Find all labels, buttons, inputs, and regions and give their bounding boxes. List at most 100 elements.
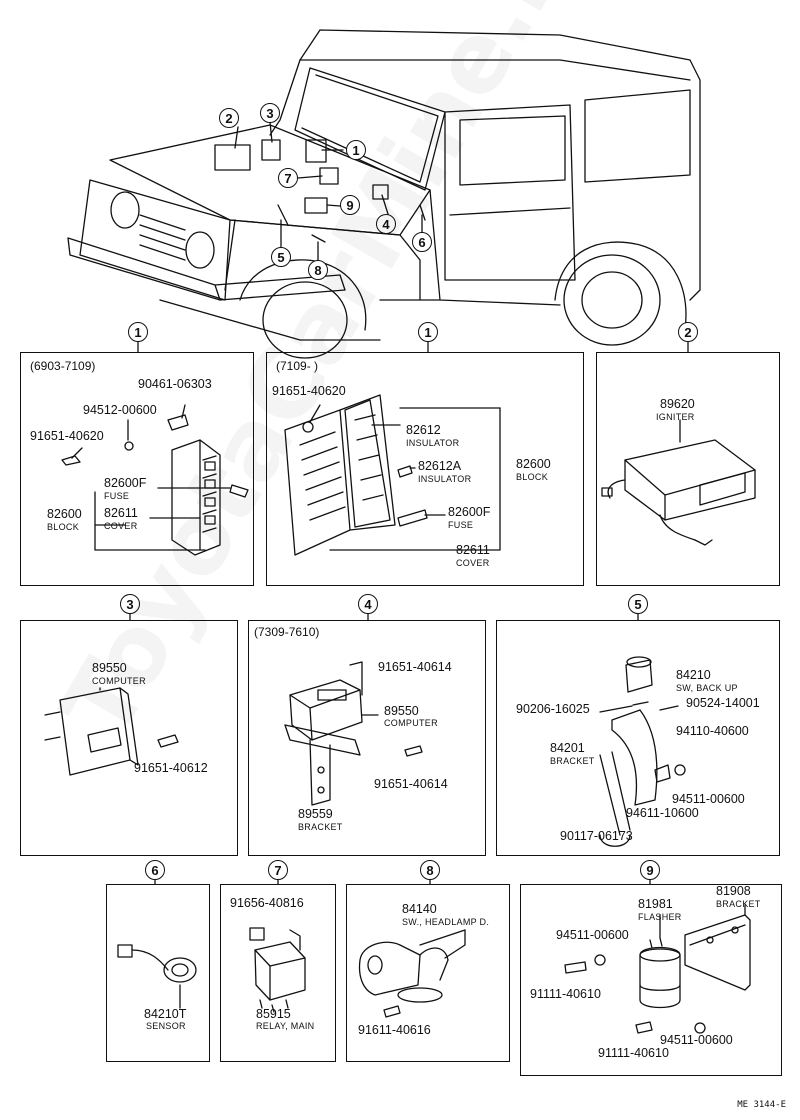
panel4-range: (7309-7610) xyxy=(254,625,320,639)
part-number: 91651-40614 xyxy=(378,660,452,674)
panel-callout-1b: 1 xyxy=(418,322,438,342)
sensor-drawing xyxy=(117,944,197,1009)
flasher-drawing xyxy=(564,904,751,1034)
part-number: 84140 xyxy=(402,902,437,916)
part-name: COMPUTER xyxy=(384,718,438,728)
panel-callout-8: 8 xyxy=(420,860,440,880)
panel-computer-4 xyxy=(248,620,486,856)
part-name: FUSE xyxy=(448,520,474,530)
callout-3: 3 xyxy=(260,103,280,123)
dimmer-switch-drawing xyxy=(358,929,466,1018)
panel1b-range: (7109- ) xyxy=(276,359,319,373)
part-name: SW, BACK UP xyxy=(676,683,738,693)
part-number: 90206-16025 xyxy=(516,702,590,716)
part-number: 91651-40620 xyxy=(30,429,104,443)
panel-callout-5: 5 xyxy=(628,594,648,614)
panel-computer-3 xyxy=(20,620,238,856)
part-number: 82600 xyxy=(47,507,82,521)
part-number: 90461-06303 xyxy=(138,377,212,391)
part-number: 94110-40600 xyxy=(676,724,749,738)
callout-2: 2 xyxy=(219,108,239,128)
part-number: 84210 xyxy=(676,668,711,682)
part-number: 91651-40612 xyxy=(134,761,208,775)
panel-relay xyxy=(220,884,336,1062)
part-name: COVER xyxy=(456,558,490,568)
part-number: 94611-10600 xyxy=(626,806,699,820)
part-number: 90117-06173 xyxy=(560,829,633,843)
backup-switch-drawing xyxy=(599,656,686,847)
part-name: RELAY, MAIN xyxy=(256,1021,315,1031)
igniter-drawing xyxy=(601,419,756,546)
part-number: 82612A xyxy=(418,459,462,473)
part-number: 89620 xyxy=(660,397,695,411)
panel-callout-7: 7 xyxy=(268,860,288,880)
part-number: 94511-00600 xyxy=(556,928,629,942)
callout-7: 7 xyxy=(278,168,298,188)
part-number: 91111-40610 xyxy=(598,1046,669,1060)
panel-callout-9: 9 xyxy=(640,860,660,880)
panel1a-range: (6903-7109) xyxy=(30,359,96,373)
part-name: IGNITER xyxy=(656,412,695,422)
part-number: 91651-40614 xyxy=(374,777,448,791)
part-number: 89550 xyxy=(92,661,127,675)
part-number: 91651-40620 xyxy=(272,384,346,398)
diagram-code: ME 3144-E xyxy=(737,1100,786,1110)
part-number: 91611-40616 xyxy=(358,1023,431,1037)
part-number: 91656-40816 xyxy=(230,896,304,910)
part-name: BRACKET xyxy=(716,899,761,909)
panel-callout-1a: 1 xyxy=(128,322,148,342)
part-name: BLOCK xyxy=(516,472,549,482)
part-number: 89559 xyxy=(298,807,333,821)
part-number: 90524-14001 xyxy=(686,696,760,710)
part-number: 85915 xyxy=(256,1007,291,1021)
part-name: BRACKET xyxy=(298,822,343,832)
part-name: SENSOR xyxy=(146,1021,186,1031)
part-number: 82611 xyxy=(456,543,490,557)
part-number: 89550 xyxy=(384,704,419,718)
panel-fuse-block-7109 xyxy=(266,352,584,586)
relay-drawing xyxy=(249,927,306,1013)
part-number: 94511-00600 xyxy=(660,1033,733,1047)
part-number: 91111-40610 xyxy=(530,987,601,1001)
part-name: SW., HEADLAMP D. xyxy=(402,917,490,927)
part-name: BLOCK xyxy=(47,522,80,532)
callout-1: 1 xyxy=(346,140,366,160)
fuse-block-drawing-b xyxy=(284,394,501,556)
part-name: FLASHER xyxy=(638,912,682,922)
callout-8: 8 xyxy=(308,260,328,280)
panel-callout-6: 6 xyxy=(145,860,165,880)
panel-sensor xyxy=(106,884,210,1062)
callout-4: 4 xyxy=(376,214,396,234)
part-number: 94511-00600 xyxy=(672,792,745,806)
callout-6: 6 xyxy=(412,232,432,252)
fuse-block-drawing-a xyxy=(61,404,249,556)
part-number: 81981 xyxy=(638,897,673,911)
panel-backup-switch xyxy=(496,620,780,856)
part-name: COVER xyxy=(104,521,138,531)
part-number: 82612 xyxy=(406,423,441,437)
panel-callout-3: 3 xyxy=(120,594,140,614)
part-name: FUSE xyxy=(104,491,130,501)
part-number: 84201 xyxy=(550,741,585,755)
part-number: 82600 xyxy=(516,457,551,471)
part-number: 82611 xyxy=(104,506,138,520)
part-name: INSULATOR xyxy=(406,438,460,448)
part-number: 84210T xyxy=(144,1007,187,1021)
part-name: INSULATOR xyxy=(418,474,472,484)
part-number: 82600F xyxy=(104,476,147,490)
part-name: COMPUTER xyxy=(92,676,146,686)
panel-igniter xyxy=(596,352,780,586)
panel-fuse-block-6903-7109 xyxy=(20,352,254,586)
callout-9: 9 xyxy=(340,195,360,215)
panel-callout-2: 2 xyxy=(678,322,698,342)
computer-drawing-4 xyxy=(284,661,423,806)
panel-flasher xyxy=(520,884,782,1076)
panel-callout-4: 4 xyxy=(358,594,378,614)
vehicle-illustration xyxy=(67,29,701,359)
part-number: 94512-00600 xyxy=(83,403,157,417)
part-number: 81908 xyxy=(716,884,751,898)
computer-drawing-3 xyxy=(44,687,179,776)
callout-5: 5 xyxy=(271,247,291,267)
